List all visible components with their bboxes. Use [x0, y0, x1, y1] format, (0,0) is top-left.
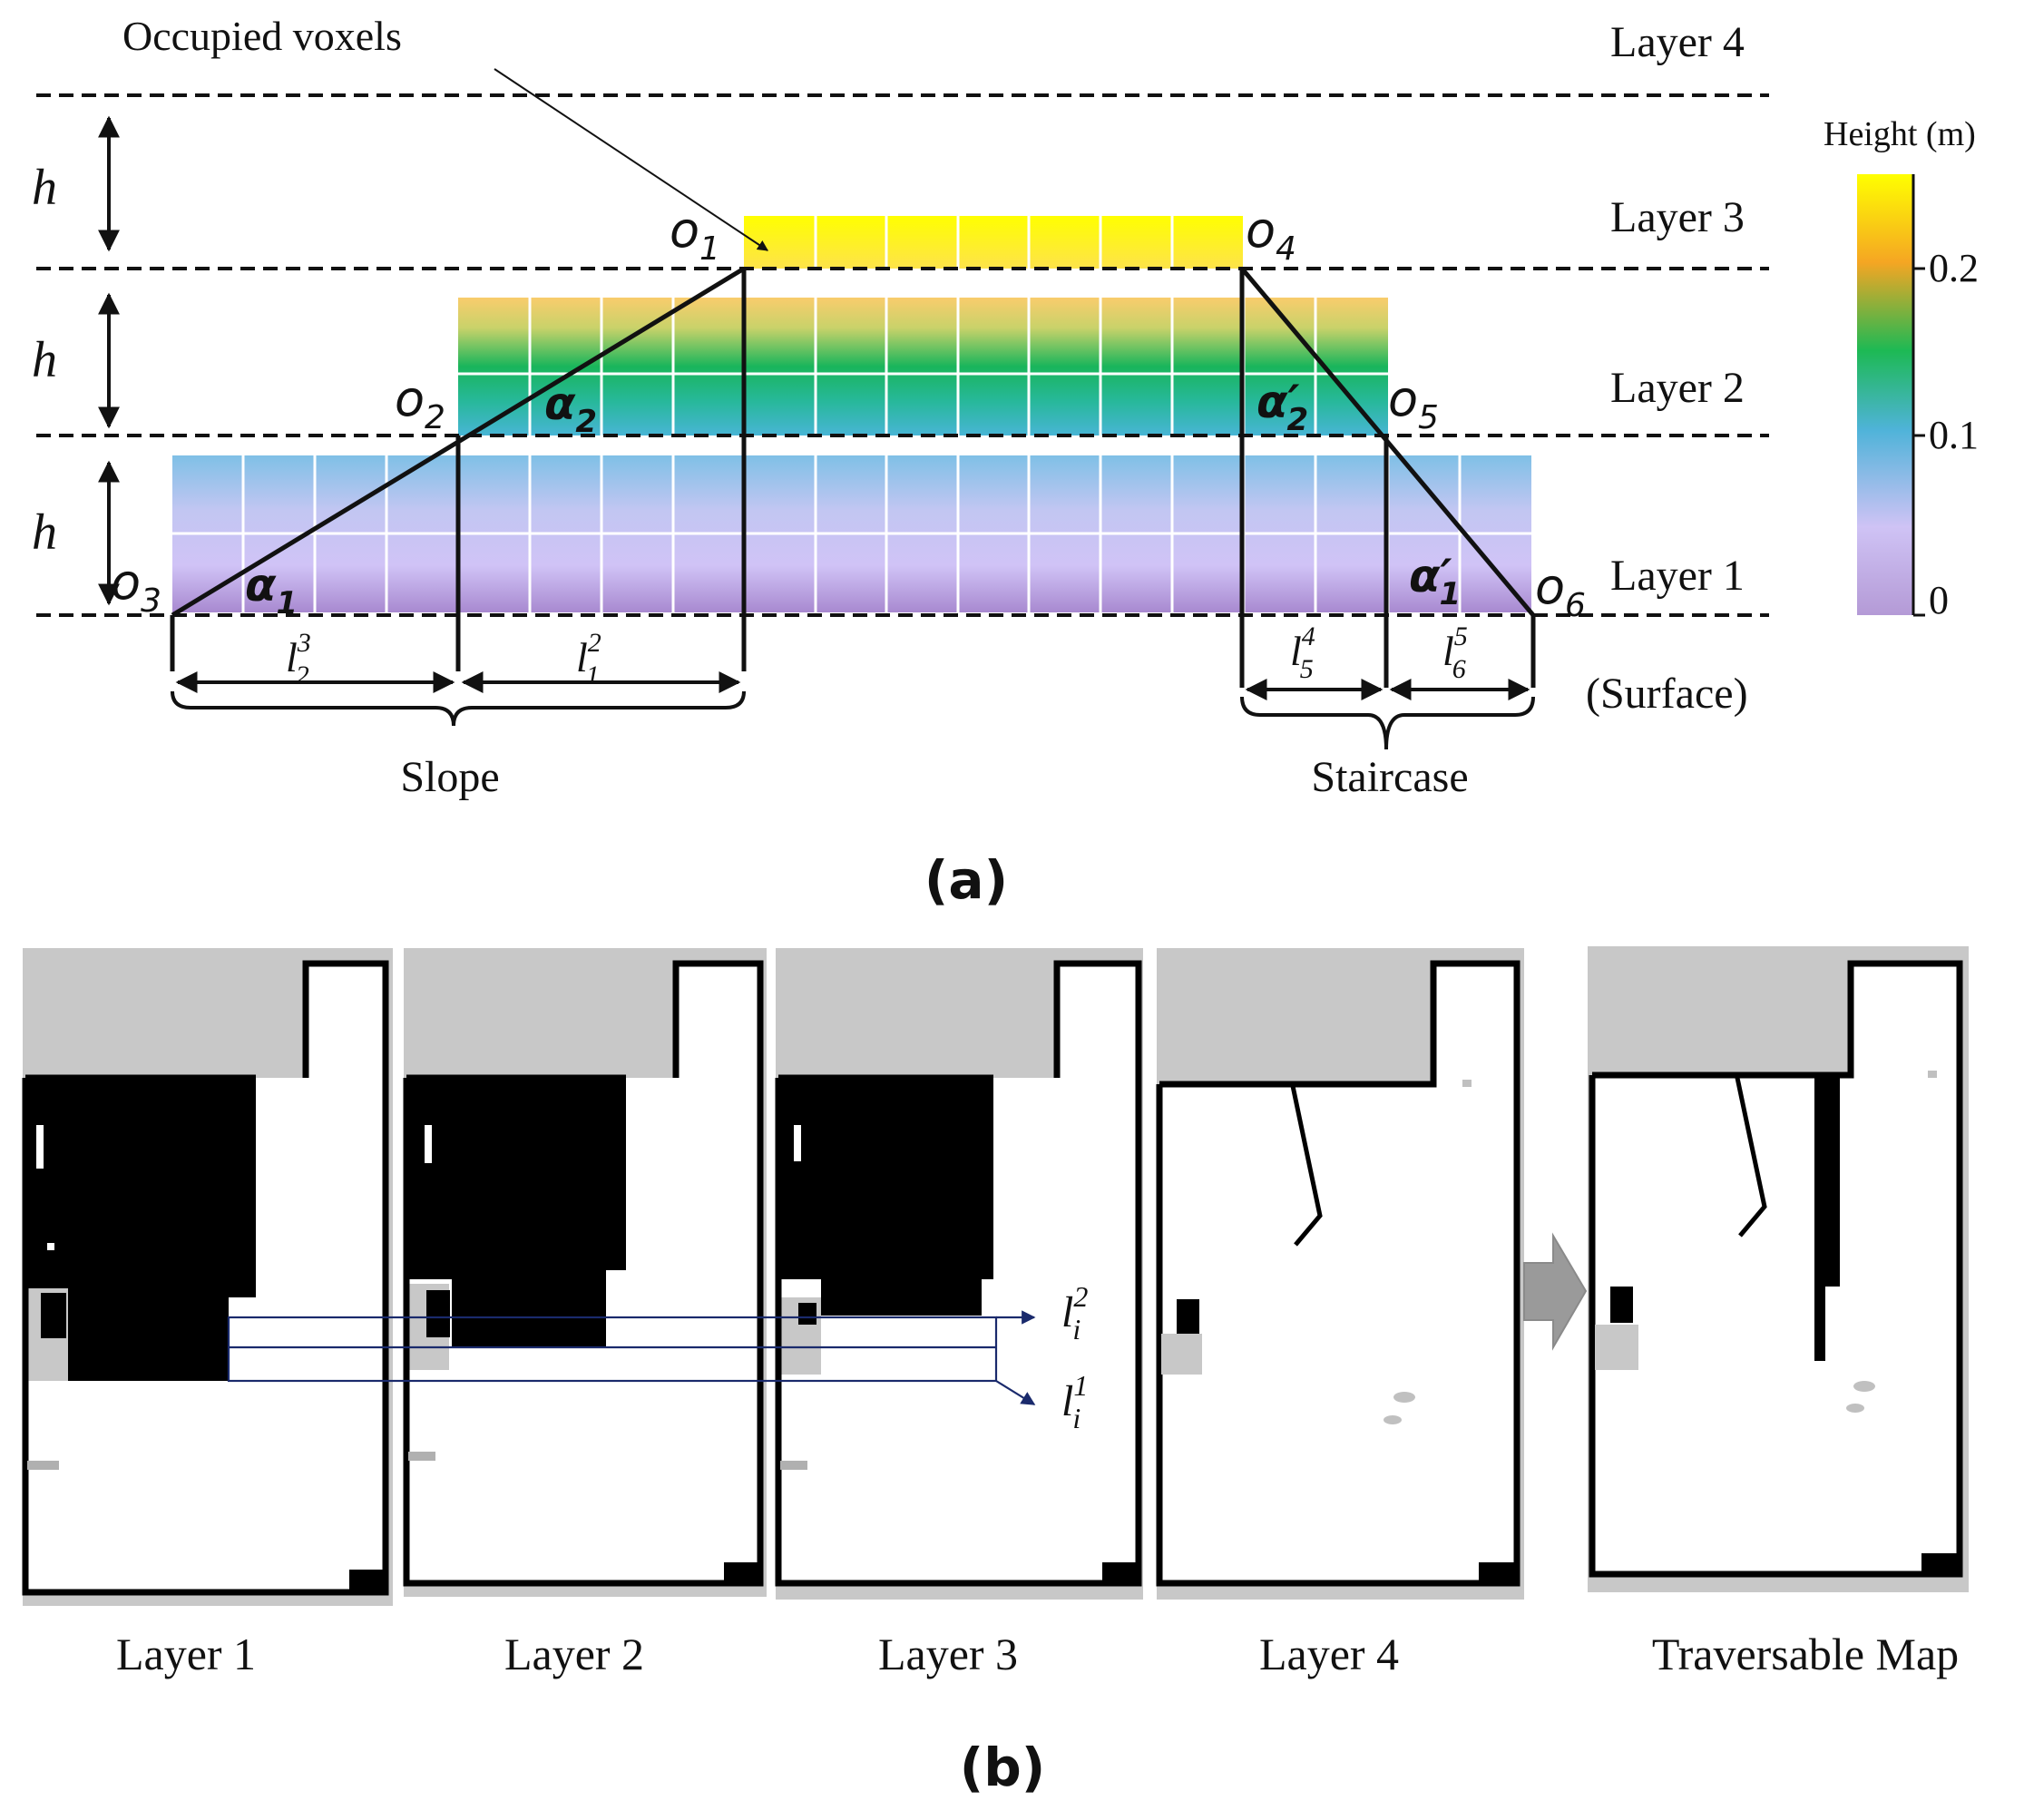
panel-label-layer-2: Layer 2	[504, 1629, 644, 1679]
angle-alpha2: α2	[544, 377, 597, 440]
layer-label-1: Layer 1	[1610, 552, 1745, 600]
h-label-1: h	[32, 160, 57, 216]
point-o5: o5	[1388, 370, 1439, 436]
slope-label: Slope	[400, 753, 499, 801]
panel-label-layer-3: Layer 3	[878, 1629, 1018, 1679]
occupied-voxels-arrow	[494, 68, 768, 251]
h-label-2: h	[32, 332, 57, 388]
surface-label: (Surface)	[1586, 670, 1748, 718]
point-o3: o3	[111, 553, 161, 620]
panel-label-layer-4: Layer 4	[1259, 1629, 1399, 1679]
colorbar-tick-01: 0.1	[1929, 413, 1979, 457]
angle-alpha2-prime: α′2	[1256, 376, 1308, 438]
height-colorbar: Height (m) 0.2 0.1 0	[1824, 115, 1979, 622]
map-panel-layer-2	[403, 948, 767, 1597]
panel-label-layer-1: Layer 1	[116, 1629, 256, 1679]
colorbar-tick-02: 0.2	[1929, 246, 1979, 290]
colorbar-gradient	[1857, 174, 1913, 615]
angle-alpha1: α1	[245, 559, 298, 621]
staircase-label: Staircase	[1311, 753, 1468, 801]
point-o2: o2	[395, 370, 445, 436]
h-label-3: h	[32, 504, 57, 561]
map-panel-layer-3	[775, 948, 1143, 1600]
map-panel-traversable	[1588, 946, 1969, 1592]
part-a: h h h Occupied voxels Layer 4 Layer 3 La…	[32, 13, 1979, 911]
slope-brace	[171, 690, 746, 727]
caption-b: (b)	[960, 1737, 1046, 1798]
caption-a: (a)	[924, 849, 1008, 911]
point-o1: o1	[670, 201, 720, 268]
map-panel-layer-4	[1156, 948, 1524, 1600]
li-guide-lines	[227, 1310, 1036, 1405]
angle-alpha1-prime: α′1	[1409, 550, 1461, 612]
voxels-layer-3	[744, 216, 1243, 269]
point-o4: o4	[1246, 201, 1296, 268]
colorbar-title: Height (m)	[1824, 115, 1976, 153]
staircase-brace	[1240, 696, 1535, 750]
voxels-layer-2	[458, 298, 1388, 435]
panel-label-traversable-map: Traversable Map	[1652, 1629, 1959, 1679]
layer-label-2: Layer 2	[1610, 364, 1745, 412]
map-panel-layer-1	[22, 948, 393, 1606]
occupied-voxels-label: Occupied voxels	[122, 13, 402, 59]
point-o6: o6	[1535, 558, 1586, 624]
colorbar-tick-0: 0	[1929, 578, 1949, 622]
process-arrow-icon	[1523, 1232, 1588, 1351]
layer-label-4: Layer 4	[1610, 18, 1745, 66]
layer-label-3: Layer 3	[1610, 193, 1745, 241]
